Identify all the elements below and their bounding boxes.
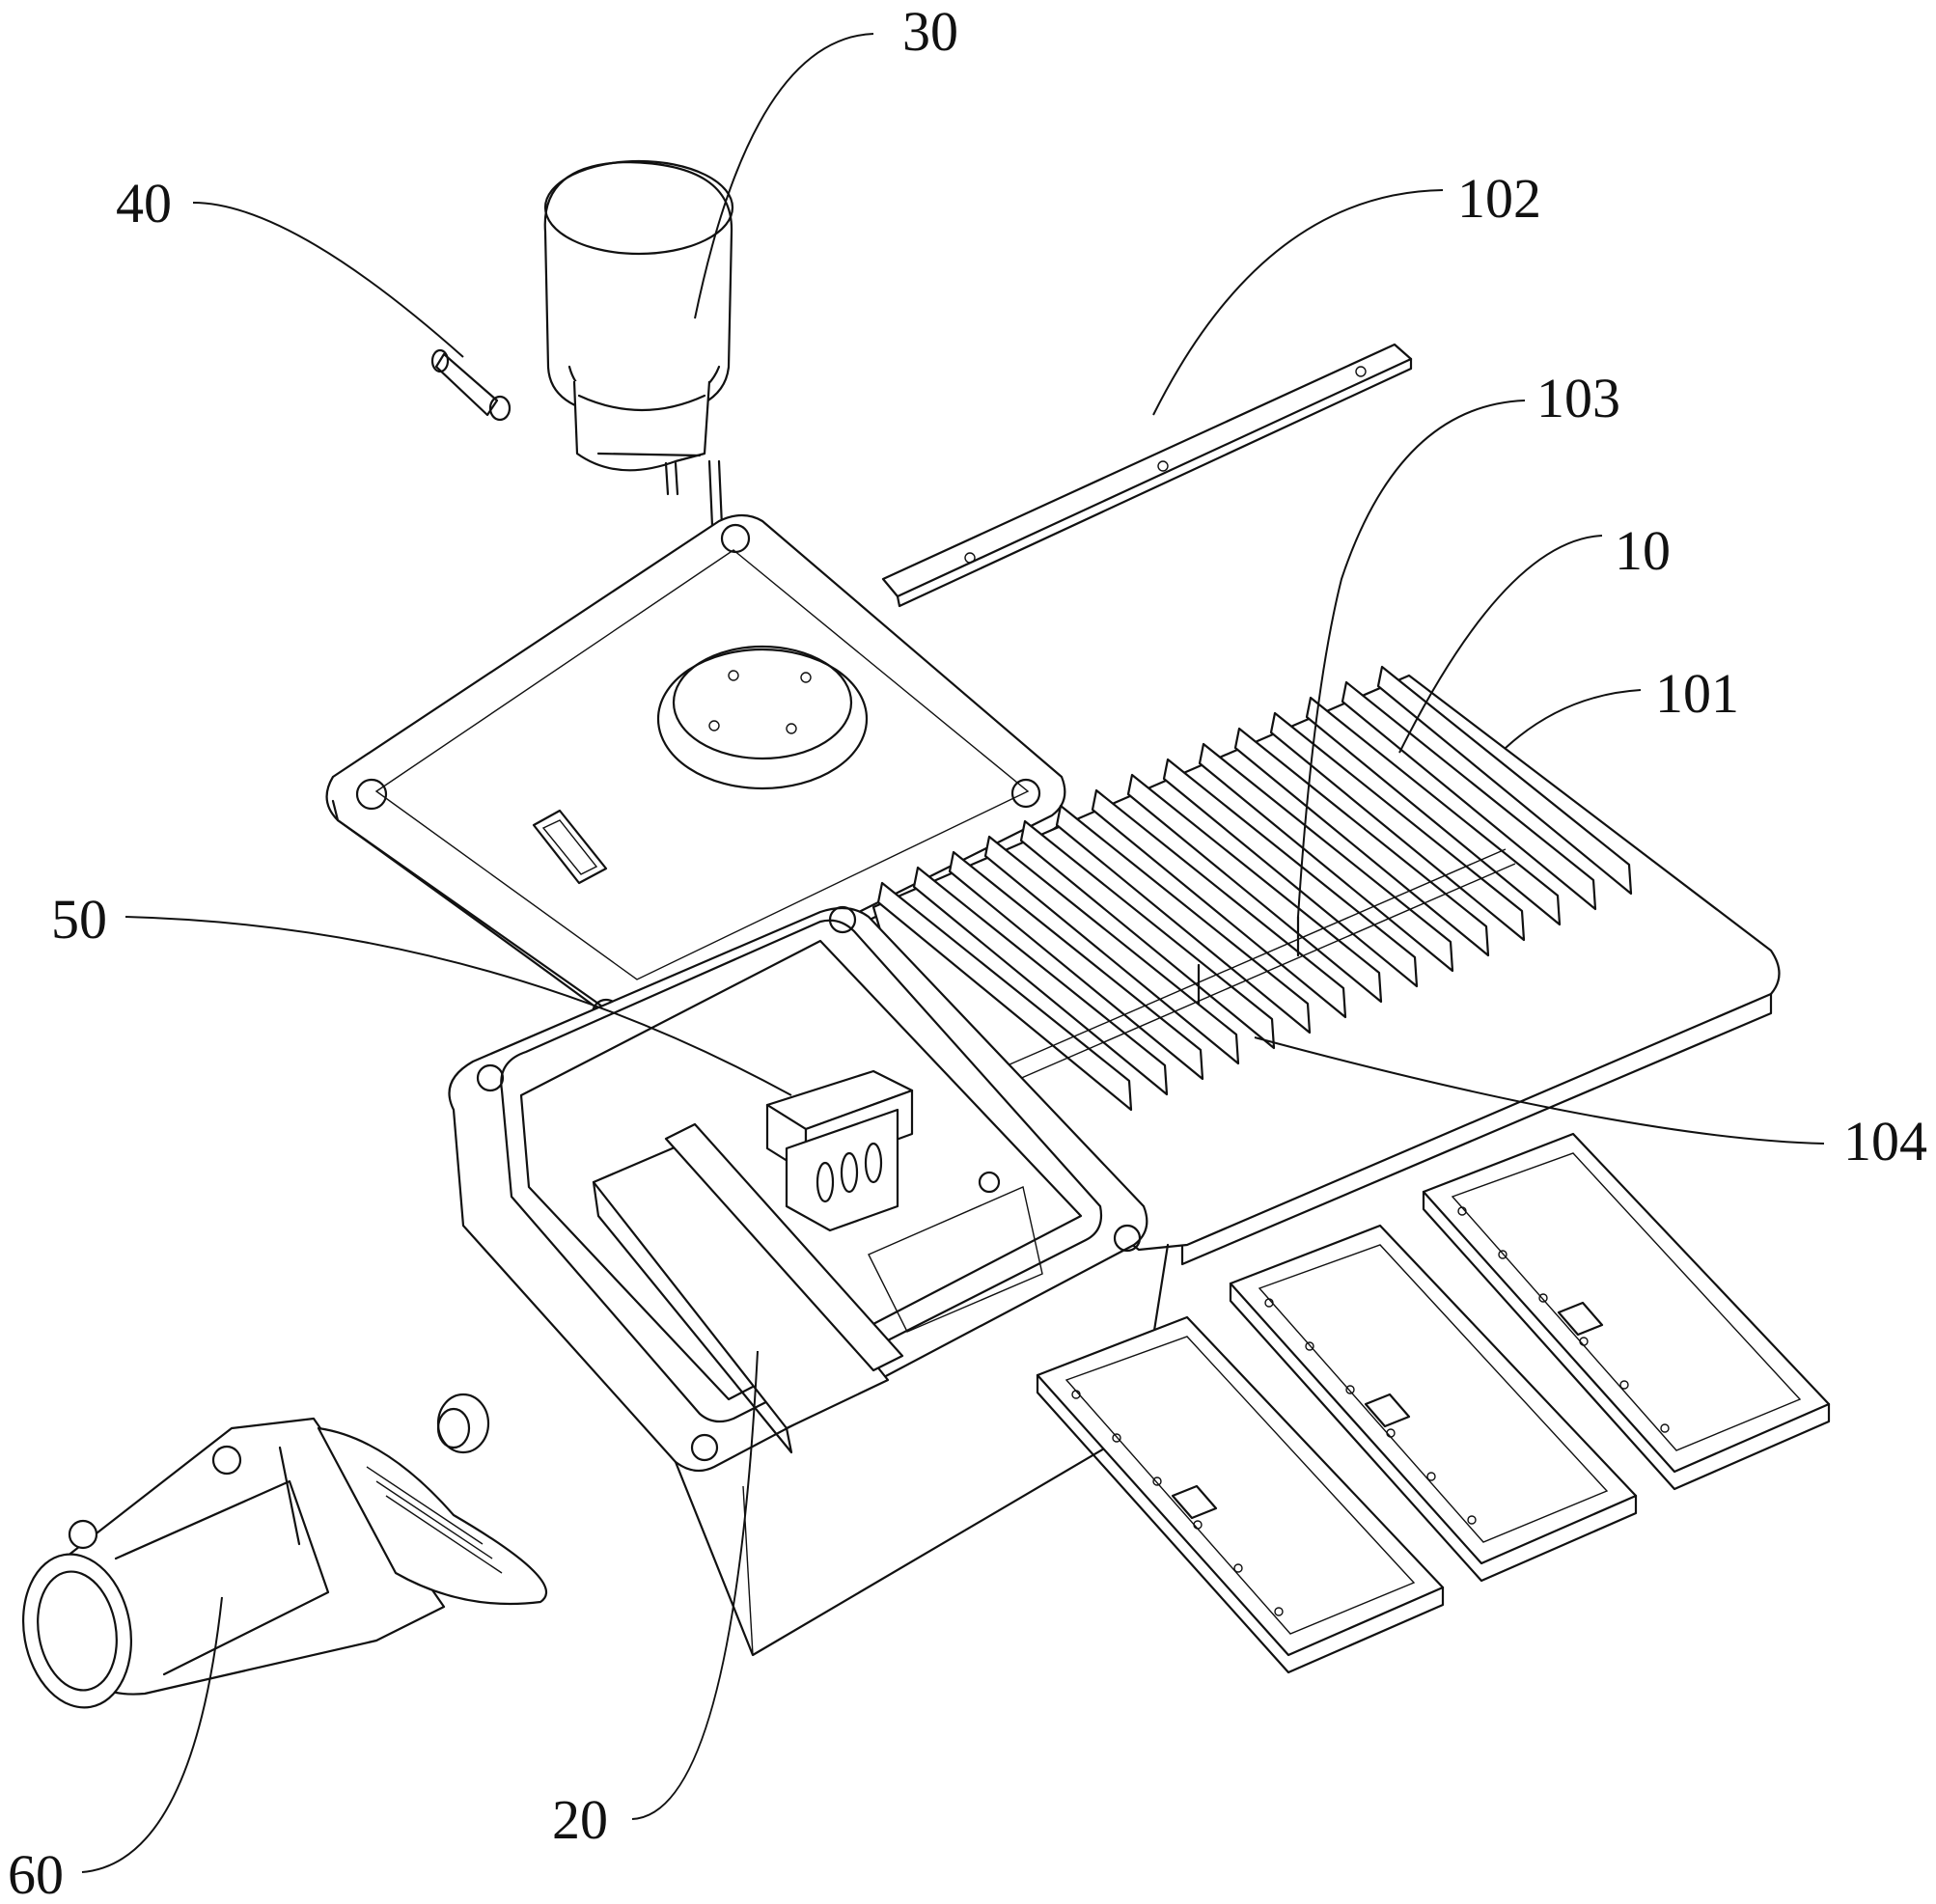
lens-frame xyxy=(1036,1315,1445,1674)
fin xyxy=(912,866,1169,1096)
lens-frames xyxy=(1036,1132,1831,1674)
leader-lines xyxy=(81,33,1825,1873)
fin xyxy=(1019,819,1276,1050)
label-30: 30 xyxy=(902,0,958,63)
fin xyxy=(1126,773,1383,1004)
label-50: 50 xyxy=(51,888,107,951)
label-40: 40 xyxy=(116,172,172,235)
lens-frame xyxy=(1422,1132,1831,1491)
fin xyxy=(1305,696,1562,926)
fin xyxy=(1233,727,1490,957)
fin xyxy=(1091,788,1347,1019)
label-102: 102 xyxy=(1457,167,1541,230)
part-50-terminal-block xyxy=(765,1069,914,1232)
fin xyxy=(948,850,1204,1081)
part-40-pin xyxy=(430,348,512,422)
label-10: 10 xyxy=(1615,519,1671,582)
lens-frame xyxy=(1229,1224,1638,1583)
part-10-heatsink xyxy=(871,665,1781,1266)
label-20: 20 xyxy=(552,1788,608,1851)
label-103: 103 xyxy=(1536,367,1620,429)
part-30-cylinder xyxy=(543,159,734,528)
fin xyxy=(1055,804,1312,1035)
fin-array xyxy=(876,665,1633,1112)
label-60: 60 xyxy=(8,1843,64,1904)
reference-labels: 30 40 102 103 10 101 50 104 20 60 xyxy=(8,0,1927,1904)
fin xyxy=(1198,742,1454,973)
part-102-strip xyxy=(881,343,1413,608)
label-101: 101 xyxy=(1655,662,1739,725)
fin xyxy=(983,835,1240,1065)
part-60-clamp xyxy=(21,1393,547,1709)
label-104: 104 xyxy=(1843,1110,1927,1173)
fin xyxy=(876,881,1133,1112)
fin xyxy=(1162,758,1419,988)
fin xyxy=(1376,665,1633,896)
fin xyxy=(1269,711,1526,942)
